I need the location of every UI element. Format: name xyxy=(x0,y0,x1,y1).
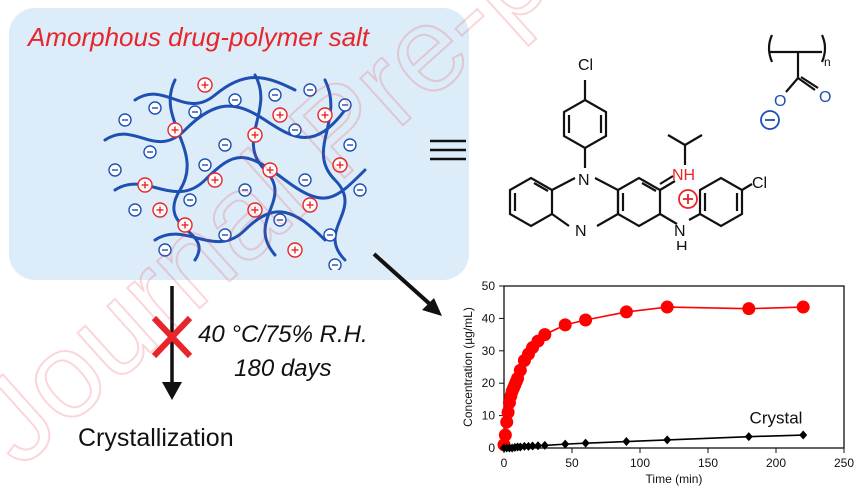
crystal-data-point xyxy=(520,441,529,451)
label-carbonyl-o: O xyxy=(819,89,831,106)
label-cl-right: Cl xyxy=(752,175,767,192)
panel-title: Amorphous drug-polymer salt xyxy=(28,22,370,52)
polymer-chain xyxy=(113,156,367,200)
crystal-data-point xyxy=(581,438,590,448)
polymer-chain xyxy=(103,104,347,143)
crystal-data-point xyxy=(534,441,542,451)
x-tick-label: 50 xyxy=(565,456,579,470)
label-nh-h: H xyxy=(676,239,688,250)
storage-condition: 40 °C/75% R.H. 180 days xyxy=(198,318,368,386)
arrow-to-chart xyxy=(372,252,442,316)
x-tick-label: 150 xyxy=(698,456,718,470)
stability-arrow xyxy=(151,286,193,400)
crystal-data-point xyxy=(744,432,753,442)
salt-data-point xyxy=(500,415,514,429)
crystal-data-point xyxy=(799,430,808,440)
salt-data-point xyxy=(513,363,527,377)
salt-data-point xyxy=(558,318,572,332)
label-cl-top: Cl xyxy=(578,57,593,74)
salt-data-point xyxy=(796,300,810,314)
x-tick-label: 200 xyxy=(766,456,786,470)
salt-data-point xyxy=(501,405,515,419)
label-repeat-n: n xyxy=(824,55,831,69)
salt-data-point xyxy=(498,428,512,442)
label-iminium: NH xyxy=(672,167,695,184)
polymer-chain xyxy=(168,78,201,262)
y-tick-label: 10 xyxy=(482,409,496,423)
polymer-chain xyxy=(133,76,297,105)
crystal-data-point xyxy=(622,437,631,447)
label-nh-n: N xyxy=(674,223,686,240)
y-tick-label: 50 xyxy=(482,279,496,293)
y-tick-label: 30 xyxy=(482,344,496,358)
drug-structure: Cl N N NH N H Cl xyxy=(508,57,767,250)
x-tick-label: 100 xyxy=(630,456,650,470)
crystal-data-point xyxy=(663,435,672,445)
storage-duration: 180 days xyxy=(234,355,332,382)
label-anion-o: O xyxy=(774,93,786,110)
y-tick-label: 0 xyxy=(488,441,495,455)
polymer-network-illustration xyxy=(103,73,367,270)
polymer-chain xyxy=(153,210,327,243)
x-tick-label: 250 xyxy=(834,456,854,470)
negative-charge-icon xyxy=(760,110,780,130)
crystallization-label: Crystallization xyxy=(78,424,234,452)
crystal-series-line xyxy=(504,434,804,449)
crystal-annotation: Crystal xyxy=(750,409,803,428)
y-tick-label: 40 xyxy=(482,311,496,325)
salt-data-point xyxy=(660,300,674,314)
crystal-data-point xyxy=(528,441,537,451)
storage-temperature-humidity: 40 °C/75% R.H. xyxy=(198,321,368,348)
dissolution-chart: 0 50 100 150 200 250 0 10 20 30 40 50 Time (min) Co… xyxy=(461,279,854,486)
salt-data-point xyxy=(538,328,552,342)
polymer-repeat-unit: n O O xyxy=(760,34,831,130)
equivalence-symbol xyxy=(430,139,466,161)
x-axis-label: Time (min) xyxy=(646,472,703,486)
y-tick-label: 20 xyxy=(482,376,496,390)
salt-data-point xyxy=(619,305,633,319)
salt-data-point xyxy=(579,313,593,327)
positive-charge-icon xyxy=(678,189,698,209)
x-tick-label: 0 xyxy=(501,456,508,470)
crystal-data-point xyxy=(540,440,549,450)
salt-data-point xyxy=(742,302,756,316)
y-axis-label: Concentration (µg/mL) xyxy=(461,307,475,427)
label-n-top: N xyxy=(578,172,590,189)
plot-area xyxy=(503,285,845,449)
crystal-data-point xyxy=(561,439,570,449)
ion-symbols xyxy=(108,77,367,270)
label-n-bottom: N xyxy=(575,223,587,240)
